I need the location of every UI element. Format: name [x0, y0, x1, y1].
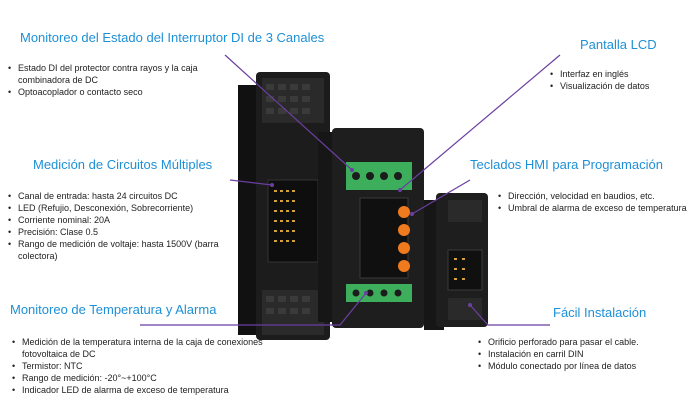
list-item: Rango de medición: -20°~+100°C [12, 372, 282, 384]
list-item: Canal de entrada: hasta 24 circuitos DC [8, 190, 243, 202]
di-monitor-list: Estado DI del protector contra rayos y l… [8, 62, 243, 98]
temperature-list: Medición de la temperatura interna de la… [12, 336, 282, 396]
list-item: Dirección, velocidad en baudios, etc. [498, 190, 693, 202]
multi-circuit-title: Medición de Circuitos Múltiples [33, 157, 213, 172]
list-item: Precisión: Clase 0.5 [8, 226, 243, 238]
temperature-title: Monitoreo de Temperatura y Alarma [10, 302, 217, 317]
install-title: Fácil Instalación [553, 305, 647, 320]
hmi-title: Teclados HMI para Programación [470, 157, 663, 172]
multi-circuit-list: Canal de entrada: hasta 24 circuitos DC … [8, 190, 243, 262]
list-item: Rango de medición de voltaje: hasta 1500… [8, 238, 243, 262]
remote-terminal-module [424, 193, 488, 330]
lcd-title: Pantalla LCD [580, 37, 657, 52]
lcd-display-module [318, 128, 424, 328]
list-item: Estado DI del protector contra rayos y l… [8, 62, 243, 86]
main-measurement-module [238, 72, 330, 340]
hmi-list: Dirección, velocidad en baudios, etc. Um… [498, 190, 693, 214]
list-item: Corriente nominal: 20A [8, 214, 243, 226]
install-list: Orificio perforado para pasar el cable. … [478, 336, 693, 372]
list-item: LED (Refujio, Desconexión, Sobrecorrient… [8, 202, 243, 214]
list-item: Umbral de alarma de exceso de temperatur… [498, 202, 693, 214]
list-item: Módulo conectado por línea de datos [478, 360, 693, 372]
list-item: Instalación en carril DIN [478, 348, 693, 360]
di-monitor-title: Monitoreo del Estado del Interruptor DI … [20, 30, 325, 45]
list-item: Visualización de datos [550, 80, 690, 92]
list-item: Optoacoplador o contacto seco [8, 86, 243, 98]
list-item: Orificio perforado para pasar el cable. [478, 336, 693, 348]
list-item: Termistor: NTC [12, 360, 282, 372]
callout-lines [140, 54, 561, 326]
callout-dots [270, 168, 472, 307]
list-item: Medición de la temperatura interna de la… [12, 336, 282, 360]
lcd-list: Interfaz en inglés Visualización de dato… [550, 68, 690, 92]
list-item: Interfaz en inglés [550, 68, 690, 80]
list-item: Indicador LED de alarma de exceso de tem… [12, 384, 282, 396]
